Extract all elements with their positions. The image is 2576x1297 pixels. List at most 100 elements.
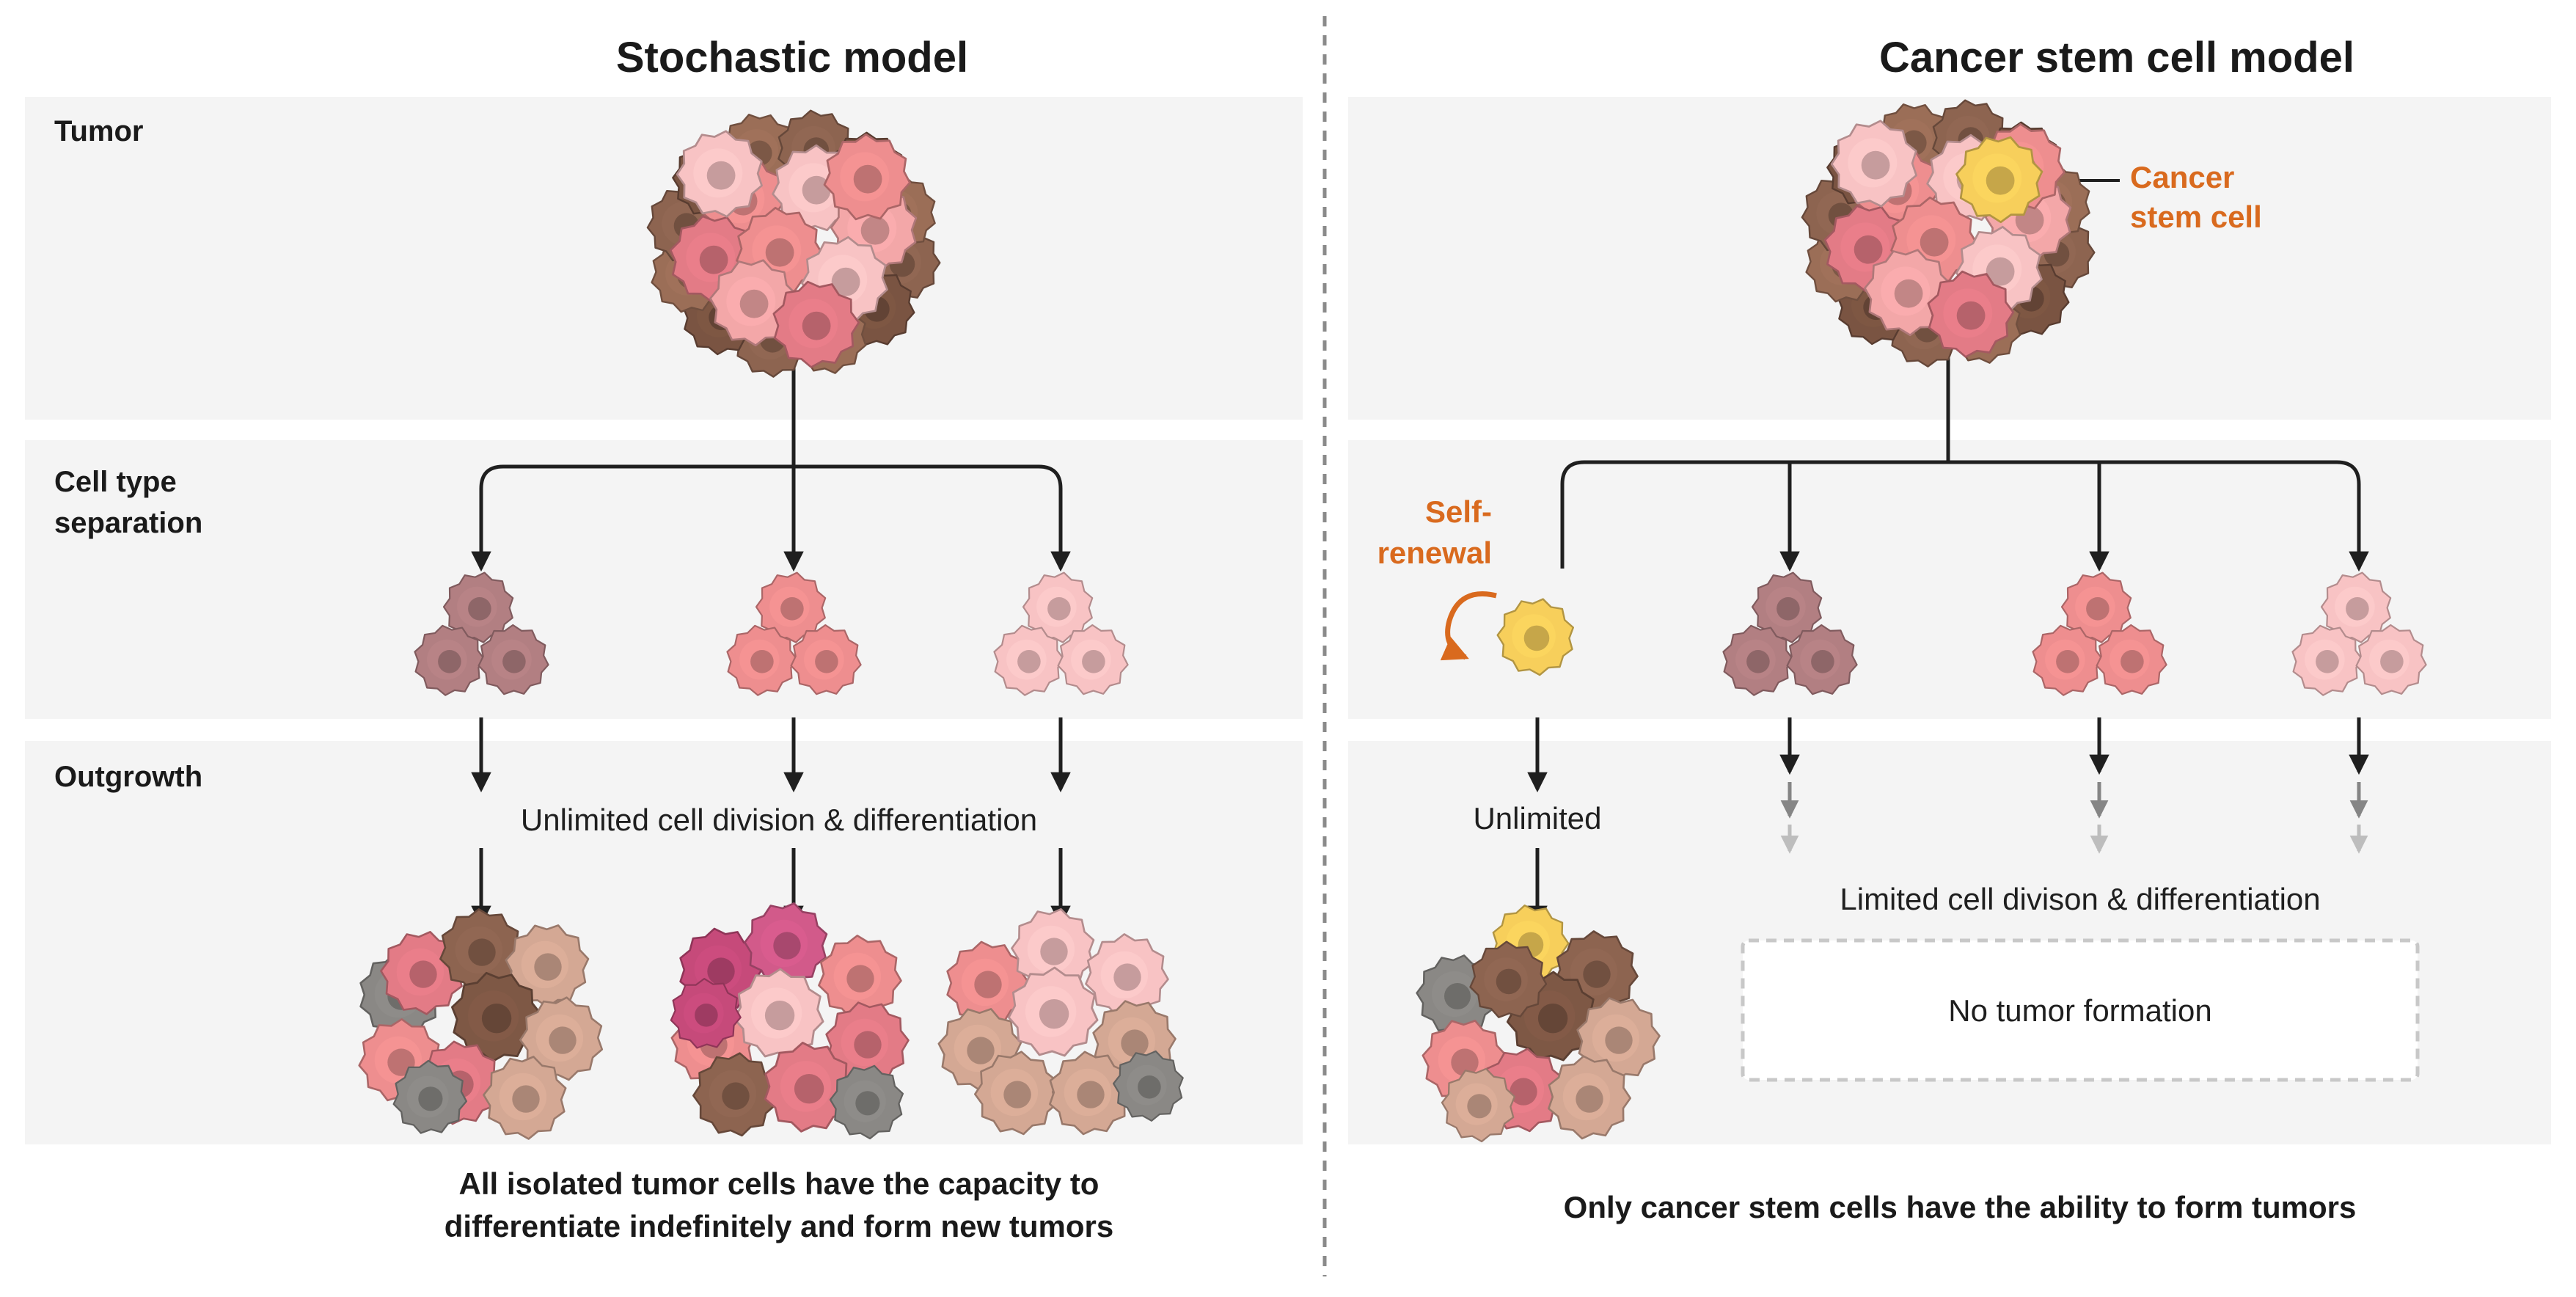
cell-nucleus (794, 1074, 824, 1104)
cell-nucleus (1920, 227, 1949, 257)
cell-nucleus (974, 971, 1002, 998)
right-tumor-cluster-icon (1801, 99, 2096, 368)
cell-icon (1113, 1050, 1184, 1122)
cell-nucleus (967, 1037, 995, 1064)
cell-icon (1022, 571, 1094, 643)
cell-nucleus (854, 1031, 882, 1059)
cell-nucleus (418, 1086, 443, 1111)
cell-icon (1786, 624, 1858, 695)
cell-icon (1576, 997, 1661, 1081)
left-cell-cluster-1-icon (414, 571, 549, 696)
cell-illustrations (358, 99, 2427, 1143)
cell-nucleus (707, 957, 735, 985)
row-label-separation-1: Cell type (54, 466, 177, 498)
cell-icon (974, 1051, 1058, 1136)
cell-nucleus (1537, 1004, 1568, 1034)
cell-nucleus (1894, 279, 1923, 308)
row-label-separation-2: separation (54, 507, 202, 539)
cell-nucleus (2056, 650, 2079, 673)
cell-nucleus (773, 932, 801, 960)
cell-nucleus (1523, 625, 1550, 651)
cell-nucleus (815, 650, 838, 673)
cell-nucleus (468, 597, 491, 621)
cell-nucleus (481, 1004, 512, 1034)
cancer-stem-cell-icon (1955, 136, 2043, 224)
row-label-outgrowth: Outgrowth (54, 761, 202, 793)
left-caption-1: All isolated tumor cells have the capaci… (459, 1166, 1099, 1201)
cell-nucleus (1576, 1085, 1603, 1113)
cell-nucleus (1039, 999, 1069, 1029)
cell-icon (709, 259, 797, 347)
cell-nucleus (549, 1026, 577, 1054)
cell-icon (1864, 249, 1952, 337)
cell-icon (1057, 624, 1129, 695)
self-renewal-arrow-icon (1440, 591, 1497, 661)
cell-nucleus (1777, 597, 1800, 621)
cell-nucleus (1017, 650, 1041, 673)
cell-icon (1927, 270, 2015, 358)
cell-nucleus (1077, 1081, 1105, 1108)
cell-icon (764, 1042, 855, 1133)
cell-icon (451, 971, 542, 1063)
cell-nucleus (739, 289, 769, 318)
cell-nucleus (409, 960, 437, 988)
stem-cell-self-renewal-icon (1496, 598, 1574, 676)
cell-icon (772, 280, 860, 368)
right-title: Cancer stem cell model (1879, 34, 2354, 81)
limited-text: Limited cell divison & differentiation (1840, 882, 2320, 916)
right-arrows (1527, 358, 2369, 927)
left-outgrowth-2-icon (670, 902, 910, 1140)
cell-icon (946, 940, 1030, 1026)
cell-nucleus (2121, 650, 2144, 673)
cell-icon (392, 1059, 468, 1134)
right-outgrowth-icon (1416, 905, 1661, 1143)
cell-icon (1496, 598, 1574, 676)
cell-nucleus (468, 938, 496, 966)
cell-nucleus (855, 1091, 880, 1116)
cell-icon (755, 571, 827, 643)
cell-icon (1955, 136, 2043, 224)
cell-nucleus (1121, 1029, 1149, 1057)
left-cell-cluster-3-icon (993, 571, 1129, 696)
cell-icon (439, 908, 524, 993)
cell-icon (1441, 1067, 1516, 1143)
cell-nucleus (1138, 1075, 1161, 1099)
cell-nucleus (512, 1085, 540, 1113)
cell-icon (726, 624, 797, 696)
cell-nucleus (2086, 597, 2110, 621)
cell-icon (993, 624, 1064, 696)
cell-nucleus (1986, 257, 2015, 286)
cell-nucleus (831, 267, 860, 296)
fading-arrows (1780, 782, 2368, 854)
cell-nucleus (1811, 650, 1834, 673)
right-caption: Only cancer stem cells have the ability … (1564, 1190, 2357, 1224)
cell-nucleus (1444, 983, 1471, 1009)
left-tumor-cluster-icon (646, 109, 941, 378)
cell-nucleus (1861, 150, 1890, 180)
cell-nucleus (780, 597, 804, 621)
no-tumor-text: No tumor formation (1948, 993, 2211, 1028)
cell-nucleus (2316, 650, 2339, 673)
csc-label-1: Cancer (2130, 160, 2234, 194)
self-renewal-1: Self- (1425, 494, 1492, 529)
cell-nucleus (502, 650, 526, 673)
cell-nucleus (1746, 650, 1770, 673)
cell-icon (2320, 571, 2392, 643)
cell-icon (670, 978, 742, 1049)
cell-nucleus (722, 1082, 750, 1110)
cell-icon (692, 1052, 777, 1137)
row-label-tumor: Tumor (54, 115, 143, 147)
right-cell-cluster-3-icon (2291, 571, 2427, 696)
cell-nucleus (1451, 1048, 1479, 1076)
cell-nucleus (438, 650, 461, 673)
cell-nucleus (1113, 963, 1141, 991)
cell-icon (414, 624, 485, 696)
left-cell-cluster-2-icon (726, 571, 862, 696)
cell-nucleus (1605, 1026, 1633, 1054)
left-arrows (471, 364, 1071, 927)
cell-icon (676, 130, 763, 218)
no-tumor-box (1741, 938, 2420, 1082)
cell-nucleus (1047, 597, 1071, 621)
